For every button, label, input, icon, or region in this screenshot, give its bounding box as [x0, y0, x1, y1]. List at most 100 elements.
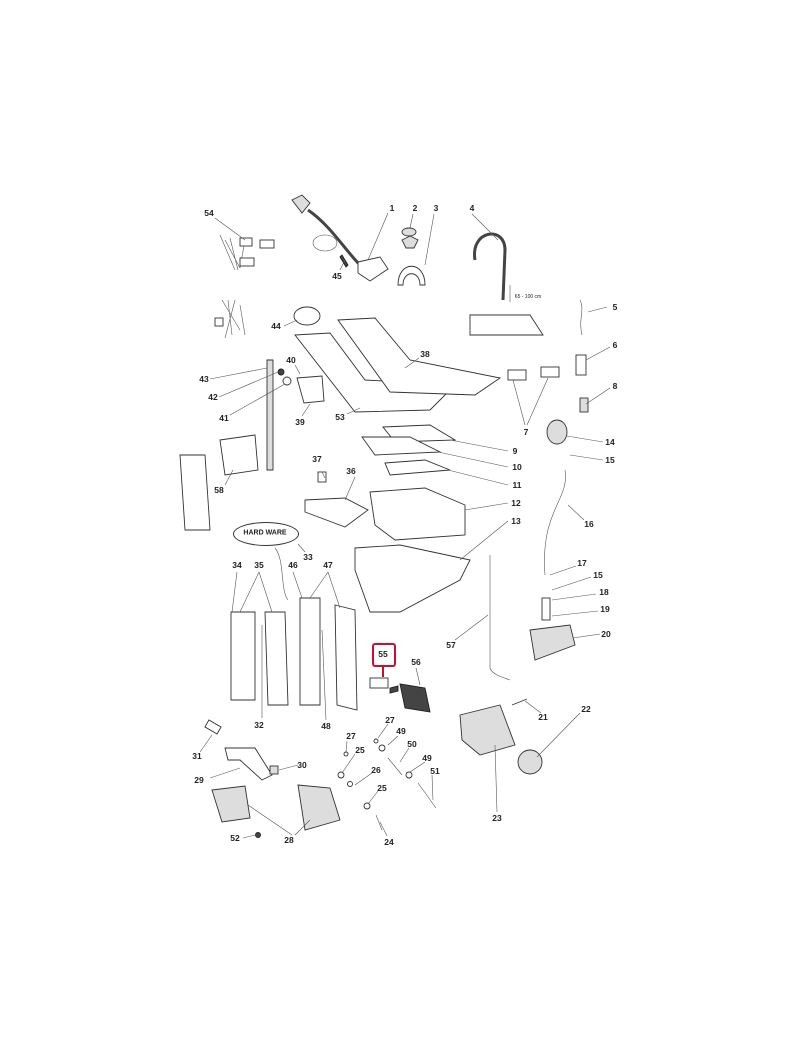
board-part-47: [334, 604, 358, 711]
part-label: 41: [219, 413, 229, 423]
drawer-housing-part-13: [354, 544, 471, 613]
bracket-part-6: [575, 354, 587, 376]
sensor-part-7b: [540, 366, 560, 378]
height-note: 65 - 100 cm: [514, 294, 542, 300]
part-label: 19: [600, 604, 610, 614]
cover-part-58b: [219, 434, 259, 476]
panel-part-38b: [337, 317, 502, 396]
dispenser-part-36: [304, 497, 369, 528]
pump-part-23: [459, 704, 516, 756]
part-label: 11: [512, 480, 522, 490]
part-label: 50: [407, 739, 417, 749]
part-label: 38: [420, 349, 430, 359]
wiring-harness-part-54: [214, 234, 275, 339]
tube-part-16: [544, 469, 566, 576]
part-label: 4: [469, 203, 475, 213]
part-label: 18: [599, 587, 609, 597]
pressure-switch-part-14: [546, 419, 568, 445]
cable-part-33: [274, 547, 289, 601]
filter-cap-part-22: [517, 749, 543, 775]
part-label: 53: [335, 412, 345, 422]
motor-part-28b: [297, 784, 341, 831]
part-label: 1: [389, 203, 395, 213]
part-label: 6: [612, 340, 618, 350]
hardware-label: HARD WARE: [243, 529, 287, 537]
part-label: 46: [288, 560, 298, 570]
pin-part-21: [511, 698, 528, 706]
heater-part-29: [224, 747, 273, 781]
dispenser-drawer-part-12: [369, 487, 466, 541]
rod-part-57: [489, 555, 511, 681]
washer-part-41: [282, 376, 292, 386]
highlight-stem: [382, 665, 384, 677]
part-label: 51: [430, 766, 440, 776]
screw-part-52: [255, 832, 261, 838]
part-label: 26: [371, 765, 381, 775]
part-label: 2: [412, 203, 418, 213]
part-label: 48: [321, 721, 331, 731]
part-55: [369, 677, 389, 689]
part-label: 27: [346, 731, 356, 741]
part-label: 22: [581, 704, 591, 714]
nut-part-42: [277, 368, 285, 376]
bracket-part-34: [230, 611, 256, 701]
part-label: 20: [601, 629, 611, 639]
part-label: 7: [523, 427, 529, 437]
part-label: 32: [254, 720, 264, 730]
part-label: 5: [612, 302, 618, 312]
part-label: 25: [377, 783, 387, 793]
part-label: 8: [612, 381, 618, 391]
part-label: 49: [422, 753, 432, 763]
part-label: 3: [433, 203, 439, 213]
hose-guide-part-3: [397, 266, 426, 286]
part-label: 34: [232, 560, 242, 570]
filter-part-10: [361, 436, 442, 456]
part-label: 47: [323, 560, 333, 570]
part-label: 52: [230, 833, 240, 843]
part-label: 40: [286, 355, 296, 365]
part-label: 42: [208, 392, 218, 402]
part-label: 15: [605, 455, 615, 465]
part-label-highlighted: 55: [378, 649, 388, 659]
hose-part-5: [579, 299, 583, 336]
part-label: 33: [303, 552, 313, 562]
part-label: 56: [411, 657, 421, 667]
cover-part-58a: [179, 454, 211, 531]
switch-part-39: [296, 375, 325, 404]
power-cord-part-1: [291, 194, 389, 282]
part-30: [269, 765, 279, 775]
part-18: [541, 597, 551, 621]
part-label: 9: [512, 446, 518, 456]
module-part-56: [399, 683, 431, 713]
part-label: 57: [446, 640, 456, 650]
inlet-part-2: [401, 227, 417, 237]
part-label: 58: [214, 485, 224, 495]
part-label: 31: [192, 751, 202, 761]
part-label: 25: [355, 745, 365, 755]
part-label: 45: [332, 271, 342, 281]
part-label: 35: [254, 560, 264, 570]
part-label: 30: [297, 760, 307, 770]
part-label: 37: [312, 454, 322, 464]
part-label: 12: [511, 498, 521, 508]
highlight-box-part-55: [372, 643, 396, 667]
part-label: 17: [577, 558, 587, 568]
motor-part-28a: [211, 785, 251, 823]
part-20: [529, 624, 576, 661]
part-label: 54: [204, 208, 214, 218]
sensor-part-7a: [507, 369, 527, 381]
part-label: 21: [538, 712, 548, 722]
grommet-part-44: [293, 306, 321, 326]
inlet-valve-part-2: [401, 235, 419, 249]
part-label: 43: [199, 374, 209, 384]
board-part-35: [264, 611, 289, 706]
hardware-callout: [233, 522, 299, 546]
part-label: 16: [584, 519, 594, 529]
drain-hose-part-4: [469, 232, 544, 336]
part-label: 23: [492, 813, 502, 823]
part-label: 27: [385, 715, 395, 725]
part-31: [204, 719, 222, 735]
part-label: 49: [396, 726, 406, 736]
part-label: 24: [384, 837, 394, 847]
